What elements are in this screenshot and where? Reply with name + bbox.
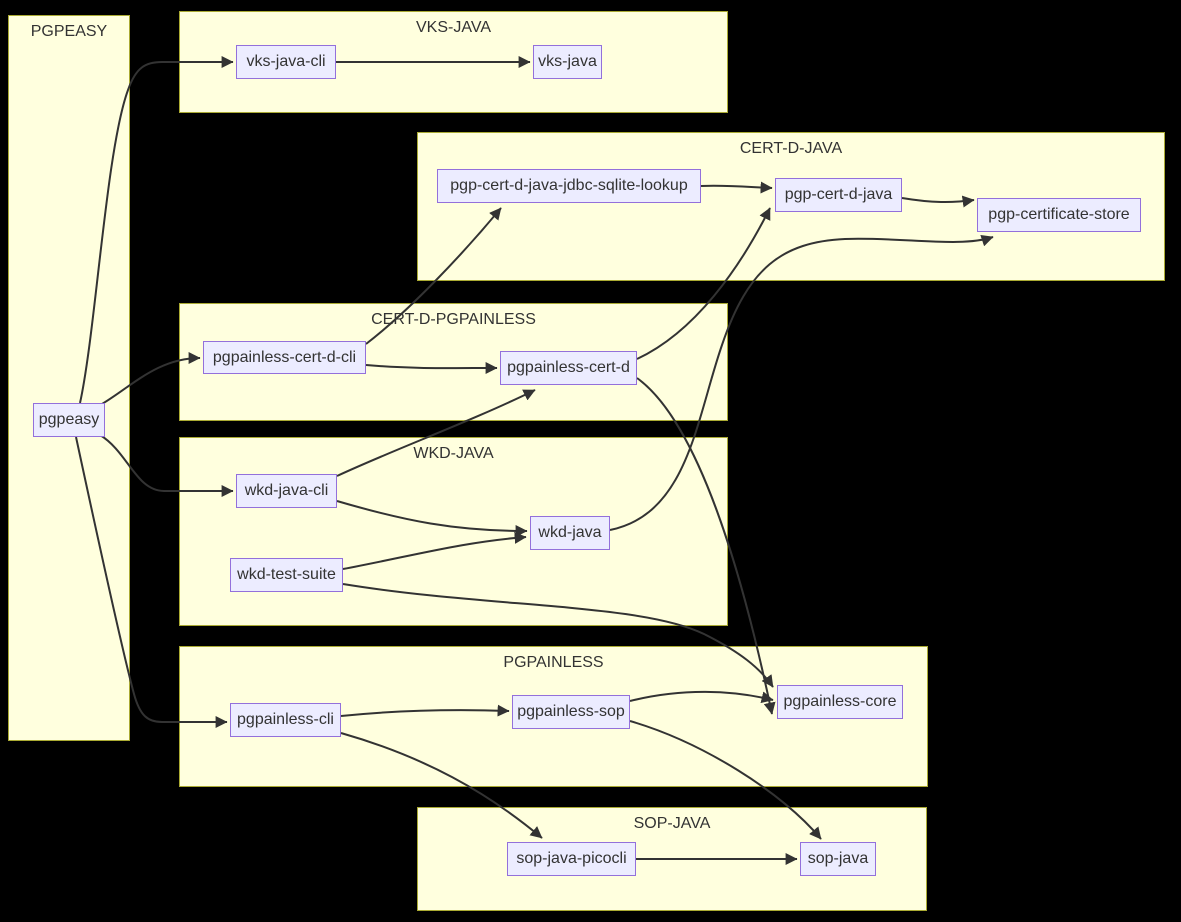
node-wkd-java-cli: wkd-java-cli	[236, 474, 337, 508]
edge-pgpainless-cert-d-to-pgp-cert-d-java	[636, 207, 771, 360]
node-pgp-cert-d-java-node: pgp-cert-d-java	[775, 178, 902, 212]
edge-wkd-java-cli-to-pgpainless-cert-d	[336, 389, 536, 477]
edges-group	[75, 56, 994, 865]
edge-jdbc-sqlite-lookup-to-pgp-cert-d-java	[700, 181, 773, 194]
edge-pgpainless-sop-to-pgpainless-core	[629, 690, 774, 704]
cluster-pgpeasy	[8, 15, 130, 741]
node-pgp-certificate-store: pgp-certificate-store	[977, 198, 1141, 232]
edge-pgpeasy-to-vks-java-cli	[79, 56, 234, 404]
edge-wkd-test-suite-to-pgpainless-core	[342, 583, 774, 688]
edge-wkd-java-cli-to-wkd-java	[336, 500, 528, 537]
node-wkd-java-node: wkd-java	[530, 516, 610, 550]
node-pgpainless-cert-d-cli: pgpainless-cert-d-cli	[203, 341, 366, 374]
edge-pgpeasy-to-pgpainless-cert-d-cli	[101, 352, 201, 405]
cluster-wkd-java	[179, 437, 728, 626]
edge-pgpeasy-to-pgpainless-cli	[75, 436, 228, 728]
edge-pgpainless-cert-d-cli-to-pgpainless-cert-d	[365, 362, 498, 375]
node-pgpainless-cli: pgpainless-cli	[230, 703, 341, 737]
edge-pgpainless-cert-d-cli-to-jdbc-sqlite-lookup	[365, 207, 502, 345]
edge-pgpainless-sop-to-sop-java	[629, 720, 822, 840]
edge-pgpeasy-to-wkd-java-cli	[99, 434, 234, 497]
node-sop-java-picocli: sop-java-picocli	[507, 842, 636, 876]
node-sop-java-node: sop-java	[800, 842, 876, 876]
node-pgpeasy-node: pgpeasy	[33, 403, 105, 437]
edge-pgp-cert-d-java-to-pgp-certificate-store	[901, 195, 975, 208]
node-pgpainless-sop: pgpainless-sop	[512, 695, 630, 729]
node-vks-java-node: vks-java	[533, 45, 602, 79]
node-pgpainless-cert-d: pgpainless-cert-d	[500, 351, 637, 385]
edge-pgpainless-cli-to-pgpainless-sop	[340, 704, 510, 717]
node-wkd-test-suite: wkd-test-suite	[230, 558, 343, 592]
edge-wkd-test-suite-to-wkd-java	[342, 531, 527, 570]
edge-pgpainless-cli-to-sop-java-picocli	[340, 732, 543, 839]
edge-pgpainless-cert-d-to-pgpainless-core	[636, 377, 776, 715]
node-jdbc-sqlite-lookup: pgp-cert-d-java-jdbc-sqlite-lookup	[437, 169, 701, 203]
node-vks-java-cli: vks-java-cli	[236, 45, 336, 79]
node-pgpainless-core: pgpainless-core	[777, 685, 903, 719]
edge-wkd-java-to-pgp-certificate-store	[609, 234, 994, 531]
